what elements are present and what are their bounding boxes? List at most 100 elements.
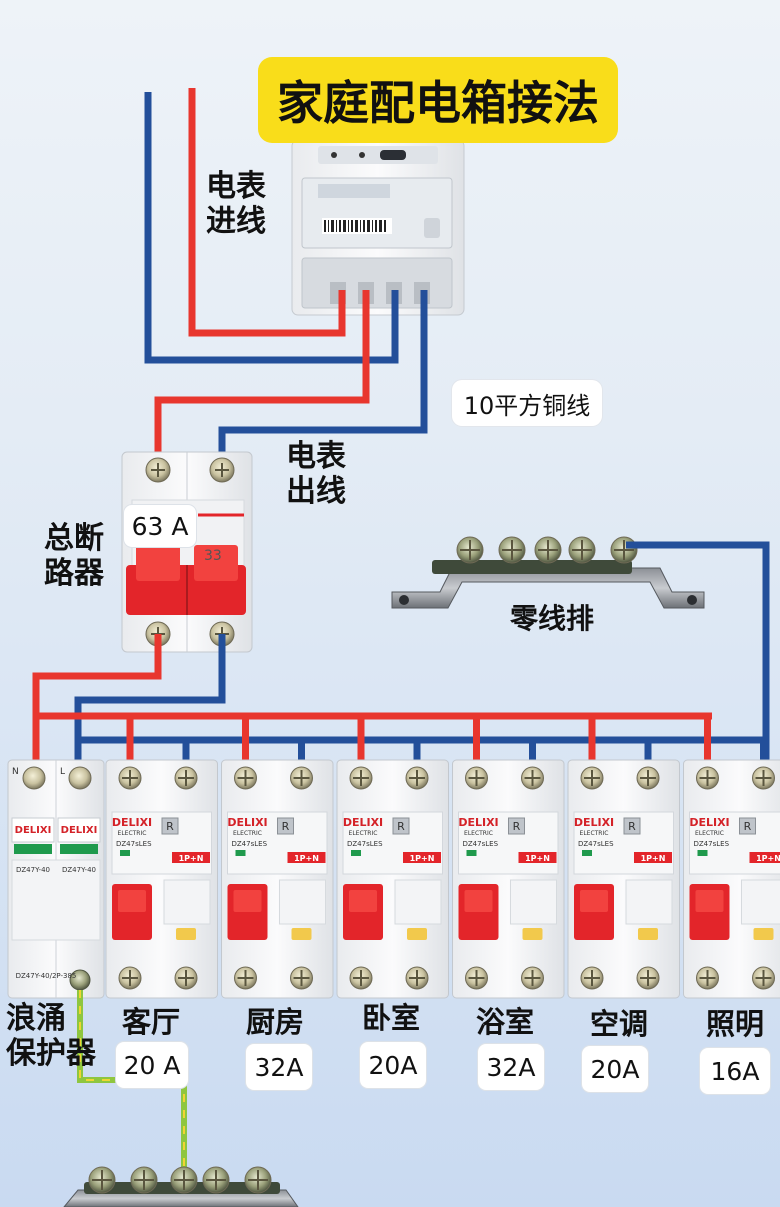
surge-brand-left: DELIXI	[15, 825, 52, 836]
breaker-bottom-live-screw	[696, 966, 719, 990]
breaker-model: DZ47sLES	[347, 840, 383, 848]
breaker-pole-badge	[172, 852, 210, 863]
breaker-bottom-live-screw	[349, 966, 373, 990]
neutral-bar-screw	[498, 536, 526, 564]
meter-wires	[144, 88, 428, 462]
breaker-model: DZ47sLES	[116, 840, 152, 848]
breaker-top-neutral-screw	[290, 766, 313, 790]
earth-bar	[63, 1166, 299, 1207]
breaker-bottom-neutral-screw	[174, 966, 198, 990]
test-button	[291, 928, 312, 940]
breaker-brand: DELIXI	[343, 816, 383, 829]
surge-model-left: DZ47Y-40	[16, 866, 50, 874]
earth-bar-screw	[170, 1166, 198, 1194]
test-button	[176, 928, 196, 940]
neutral-bar-screw	[610, 536, 638, 564]
breaker-pole: 1P+N	[179, 854, 204, 863]
main-breaker	[121, 451, 253, 653]
main-breaker-label: 总断 路器	[44, 521, 104, 591]
live-in-wire	[188, 88, 346, 337]
earth-bar-screw	[130, 1166, 158, 1194]
breaker-brand-sub: ELECTRIC	[233, 830, 262, 837]
circuit-room-label: 空调	[590, 1007, 649, 1041]
breaker-pole-badge	[749, 852, 780, 863]
breaker-top-neutral-screw	[405, 766, 429, 790]
breaker-top-live-screw	[118, 766, 142, 790]
breaker-brand-sub: ELECTRIC	[695, 830, 724, 837]
breaker-bottom-neutral-screw	[405, 966, 429, 990]
main-breaker-side-text: 33	[204, 548, 222, 564]
main-breaker-rating: 63 A	[124, 505, 196, 547]
circuit-rating-label: 16A	[700, 1048, 770, 1094]
earth-bar-screw	[202, 1166, 230, 1194]
breaker-pole-badge	[287, 852, 326, 863]
surge-footer: DZ47Y-40/2P-385	[16, 972, 77, 980]
circuit-rating-label: 20A	[582, 1046, 648, 1092]
breaker-top-neutral-screw	[174, 766, 198, 790]
breaker-pole-badge	[518, 852, 557, 863]
circuit-rating-label: 32A	[478, 1044, 544, 1090]
breaker-letter: R	[397, 820, 405, 833]
surge-protector	[7, 759, 105, 999]
breaker-bottom-neutral-screw	[636, 966, 660, 990]
breaker-model: DZ47sLES	[232, 840, 268, 848]
breaker-brand-sub: ELECTRIC	[580, 830, 609, 837]
neutral-in-wire	[144, 92, 399, 364]
circuit-room-label: 厨房	[246, 1005, 305, 1039]
surge-text: N L DELIXI DELIXI DZ47Y-40 DZ47Y-40 DZ47…	[12, 767, 97, 980]
breaker-model: DZ47sLES	[578, 840, 614, 848]
breaker-model: DZ47sLES	[694, 840, 730, 848]
breaker-pole-badge	[634, 852, 672, 863]
barcode	[324, 220, 386, 232]
breaker-letter: R	[166, 820, 174, 833]
circuit-rating-label: 20A	[360, 1042, 426, 1088]
circuit-room-label: 卧室	[362, 1001, 421, 1035]
circuit-room-label: 照明	[706, 1007, 765, 1041]
circuit-room-label: 浴室	[476, 1005, 535, 1039]
neutral-bar-label: 零线排	[510, 602, 595, 635]
branch-breakers: DELIXIELECTRICRDZ47sLES1P+NDELIXIELECTRI…	[105, 759, 780, 999]
surge-pole-l: L	[60, 767, 65, 777]
breaker-top-live-screw	[465, 766, 488, 790]
test-button	[522, 928, 543, 940]
breaker-pole: 1P+N	[641, 854, 666, 863]
breaker-letter: R	[282, 820, 290, 833]
neutral-bar-screw	[568, 536, 596, 564]
main-breaker-side-label: 33	[204, 548, 222, 564]
breaker-letter-badge	[739, 817, 756, 835]
breaker-letter-badge	[161, 817, 179, 835]
breaker-brand: DELIXI	[689, 816, 729, 829]
breaker-letter-badge	[392, 817, 410, 835]
breaker-top-live-screw	[696, 766, 719, 790]
breaker-bottom-live-screw	[465, 966, 488, 990]
breaker-letter-badge	[508, 817, 525, 835]
breaker-letter: R	[628, 820, 636, 833]
circuit-rating-label: 32A	[246, 1044, 312, 1090]
breaker-top-live-screw	[349, 766, 373, 790]
neutral-bus-feed	[74, 634, 226, 780]
breaker-model: DZ47sLES	[463, 840, 499, 848]
wire-spec-label: 10平方铜线	[452, 380, 602, 426]
breaker-bottom-neutral-screw	[752, 966, 775, 990]
diagram-title: 家庭配电箱接法	[258, 57, 618, 143]
breaker-bottom-live-screw	[580, 966, 604, 990]
live-out-wire	[154, 290, 370, 462]
breaker-bottom-neutral-screw	[521, 966, 544, 990]
neutral-out-wire	[218, 290, 428, 462]
breaker-brand: DELIXI	[458, 816, 498, 829]
surge-protector-label: 浪涌 保护器	[6, 1001, 96, 1071]
test-button	[407, 928, 427, 940]
breaker-top-neutral-screw	[752, 766, 775, 790]
surge-model-right: DZ47Y-40	[62, 866, 96, 874]
neutral-bar	[391, 536, 705, 609]
breaker-letter: R	[513, 820, 521, 833]
breaker-letter-badge	[623, 817, 641, 835]
breaker-letter: R	[744, 820, 752, 833]
breaker-brand: DELIXI	[112, 816, 152, 829]
breaker-pole-badge	[403, 852, 441, 863]
